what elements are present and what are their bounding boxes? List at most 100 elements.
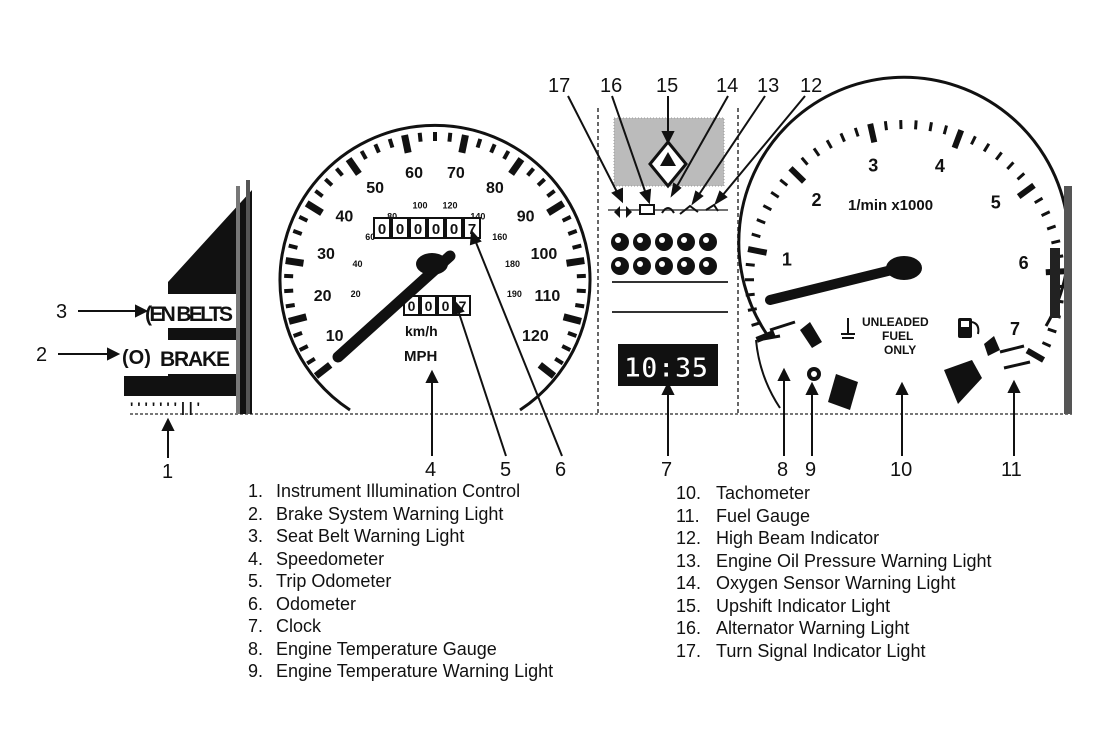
high-beam-icon: [705, 203, 719, 212]
tachometer-tick: [1046, 224, 1057, 231]
callout-9: 9: [805, 459, 816, 481]
legend-number: 15.: [676, 595, 702, 616]
tachometer-unit: 1/min x1000: [848, 197, 933, 214]
speedometer-tick: [546, 200, 566, 216]
tachometer-tick: [1006, 161, 1015, 170]
tachometer-tick: [928, 121, 933, 132]
tachometer-tick: [745, 292, 755, 297]
tachometer-tick: [839, 132, 846, 143]
kmh-label: 80: [387, 211, 397, 221]
callout-5: 5: [500, 459, 511, 481]
kmh-label: 20: [351, 289, 361, 299]
illumination-dimmer-marks: '''''''||': [130, 399, 200, 415]
legend-item: 8.Engine Temperature Gauge: [248, 638, 553, 661]
turn-signal-right-icon: [626, 206, 632, 218]
odometer-digit: 0: [414, 221, 422, 238]
tachometer-tick: [942, 125, 948, 135]
kmh-label: 40: [353, 259, 363, 269]
legend-number: 1.: [248, 481, 264, 501]
kmh-label: 160: [492, 232, 507, 242]
belts-label: (EN BELTS: [145, 303, 233, 326]
trip-digit-box: [437, 295, 454, 316]
speedometer-tick: [546, 189, 556, 198]
kmh-label: 100: [412, 200, 427, 210]
tachometer-tick: [788, 166, 807, 184]
brake-symbol-icon: (O): [122, 347, 151, 369]
fuel-note-line-1: UNLEADED: [862, 315, 929, 329]
legend-item: 14.Oxygen Sensor Warning Light: [676, 572, 991, 595]
speedometer-tick: [554, 356, 564, 366]
tachometer-tick: [812, 147, 821, 157]
clock: 10:35: [618, 344, 718, 386]
speedometer-tick: [288, 243, 298, 250]
callout-1: 1: [162, 461, 173, 483]
mph-label: 10: [326, 328, 344, 345]
mph-label: 50: [366, 180, 384, 197]
callout-6: 6: [555, 459, 566, 481]
tachometer-label: 3: [868, 155, 878, 175]
odometer-digit-box: [445, 217, 463, 239]
speedometer-tick: [401, 134, 412, 154]
speedometer-tick: [536, 177, 546, 187]
speedometer-tick: [292, 330, 303, 338]
legend-number: 2.: [248, 503, 264, 524]
speedometer-tick: [475, 138, 483, 149]
tachometer-tick: [982, 142, 991, 153]
odometer-digit-box: [373, 217, 391, 239]
callout-15: 15: [656, 75, 678, 97]
legend-item: 1.Instrument Illumination Control: [248, 480, 553, 503]
speedometer-tick: [387, 138, 395, 149]
legend-item: 6.Odometer: [248, 593, 553, 616]
speedometer-tick: [324, 177, 334, 187]
fuel-note-line-2: FUEL: [882, 329, 913, 343]
callout-12: 12: [800, 75, 822, 97]
callout-3: 3: [56, 301, 67, 323]
legend-number: 11.: [676, 505, 700, 526]
odometer-digit: 0: [450, 221, 458, 238]
mph-label: 110: [534, 288, 560, 305]
callout-17: 17: [548, 75, 570, 97]
speedometer-tick: [285, 257, 304, 267]
engine-temperature-symbol-icon: [841, 318, 855, 339]
bulb-highlight: [659, 237, 665, 243]
callout-16: 16: [600, 75, 622, 97]
callout-7: 7: [661, 459, 672, 481]
legend-number: 13.: [676, 550, 702, 571]
legend-item: 3.Seat Belt Warning Light: [248, 525, 553, 548]
callout-14: 14: [716, 75, 738, 97]
legend-text: Tachometer: [716, 483, 811, 503]
odometer-digit: 0: [378, 221, 386, 238]
speedometer-tick: [373, 143, 381, 154]
tachometer-label: 1: [782, 250, 792, 270]
trip-digit: 7: [459, 298, 467, 314]
tachometer-label: 2: [811, 190, 821, 210]
tachometer-tick: [800, 156, 809, 166]
odometer-digit: 0: [396, 221, 404, 238]
kmh-label: 180: [505, 259, 520, 269]
legend-text: Engine Temperature Warning Light: [276, 661, 554, 681]
brake-label: BRAKE: [160, 348, 230, 371]
legend-text: Alternator Warning Light: [716, 618, 910, 638]
speedometer-tick: [562, 313, 582, 325]
callout-8: 8: [777, 459, 788, 481]
trip-digit: 0: [408, 298, 416, 314]
callout-13: 13: [757, 75, 779, 97]
odometer-digit-box: [391, 217, 409, 239]
odometer-digit-box: [427, 217, 445, 239]
mph-label: 100: [531, 246, 558, 263]
tachometer-tick: [1041, 341, 1052, 348]
legend-text: Trip Odometer: [276, 571, 392, 591]
clock-time: 10:35: [624, 351, 708, 384]
tachometer-tick: [853, 127, 860, 137]
tachometer-tick: [1033, 196, 1044, 205]
speedometer-tick: [345, 157, 362, 176]
callout-numbers: 1 2 3 4 5 6 7 8 9 10 11 12 13 14 15 16 1…: [36, 75, 1022, 483]
mph-label: 120: [522, 328, 549, 345]
legend-number: 10.: [676, 483, 702, 503]
bulb-highlight: [637, 261, 643, 267]
speedometer-tick: [447, 132, 453, 142]
legend-item: 11.Fuel Gauge: [676, 505, 991, 528]
speedometer-tick: [489, 143, 497, 154]
